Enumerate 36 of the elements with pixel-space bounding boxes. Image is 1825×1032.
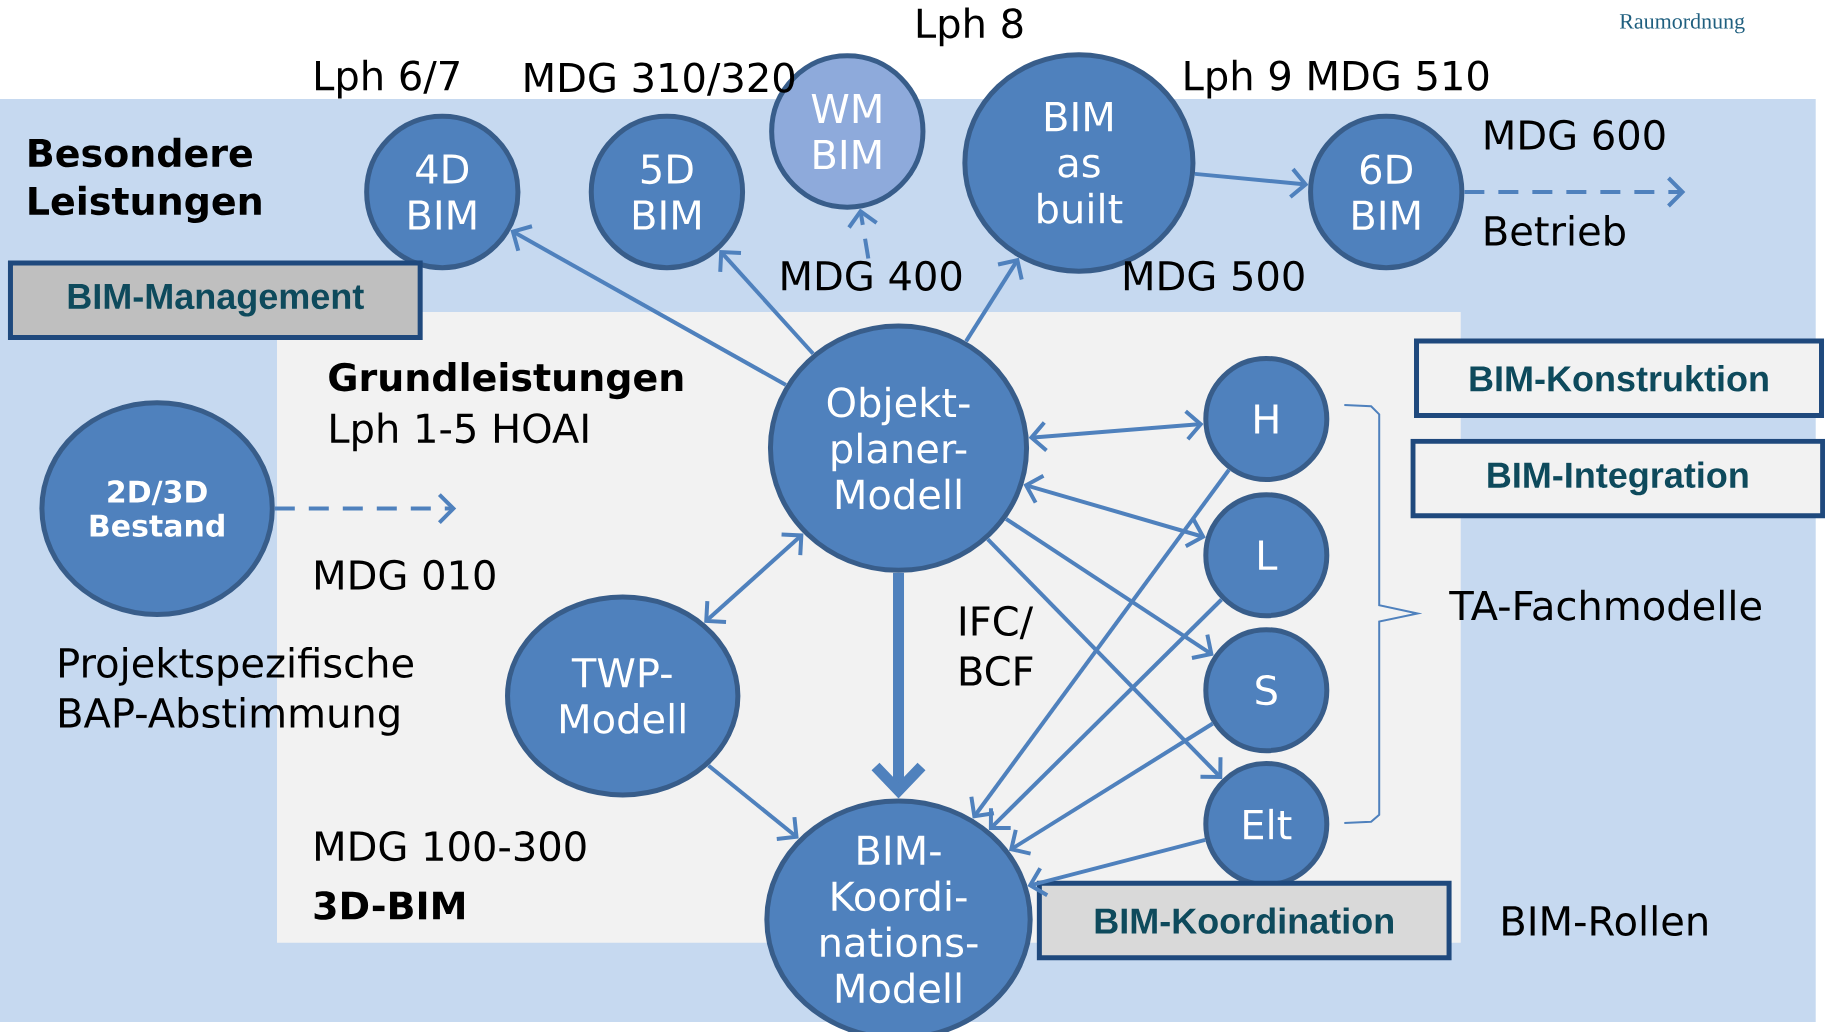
role-box: BIM-Konstruktion — [1414, 338, 1824, 419]
arrow — [718, 249, 815, 356]
label: Lph 1-5 HOAI — [331, 412, 588, 452]
label: Besondere Leistungen — [29, 137, 261, 223]
label: Lph 8 — [917, 7, 1023, 47]
label: MDG 100-300 — [316, 831, 586, 862]
label: MDG 400 — [782, 260, 962, 291]
arrow — [1194, 167, 1309, 199]
arrow — [707, 763, 799, 841]
arrow — [988, 598, 1223, 831]
arrow — [1028, 409, 1204, 452]
label: BIM-Rollen — [1503, 905, 1707, 937]
role-box: BIM-Integration — [1410, 438, 1825, 519]
arrow — [1008, 721, 1214, 856]
arrow — [274, 493, 457, 524]
role-box: BIM-Koordination — [1036, 880, 1452, 961]
label: Betrieb — [1485, 215, 1625, 246]
label: Lph 6/7 — [316, 59, 459, 99]
arrow — [704, 532, 804, 624]
arrow — [510, 224, 787, 387]
label: MDG 010 — [316, 559, 495, 591]
label: IFC/ BCF — [960, 605, 1034, 687]
arrow — [1023, 473, 1206, 549]
arrow — [986, 537, 1223, 779]
label: Projektspezifische BAP-Abstimmung — [60, 647, 413, 736]
arrow — [969, 468, 1231, 819]
label: Grundleistungen — [329, 362, 683, 400]
label: TA-Fachmodelle — [1449, 589, 1761, 621]
label: 3D-BIM — [314, 891, 464, 920]
arrow — [1464, 176, 1686, 208]
label: Raumordnung — [1619, 13, 1745, 34]
arrow — [1004, 517, 1214, 660]
role-box: BIM-Management — [7, 260, 423, 341]
arrow — [964, 257, 1024, 343]
arrow — [1027, 837, 1206, 898]
arrow — [871, 572, 926, 799]
